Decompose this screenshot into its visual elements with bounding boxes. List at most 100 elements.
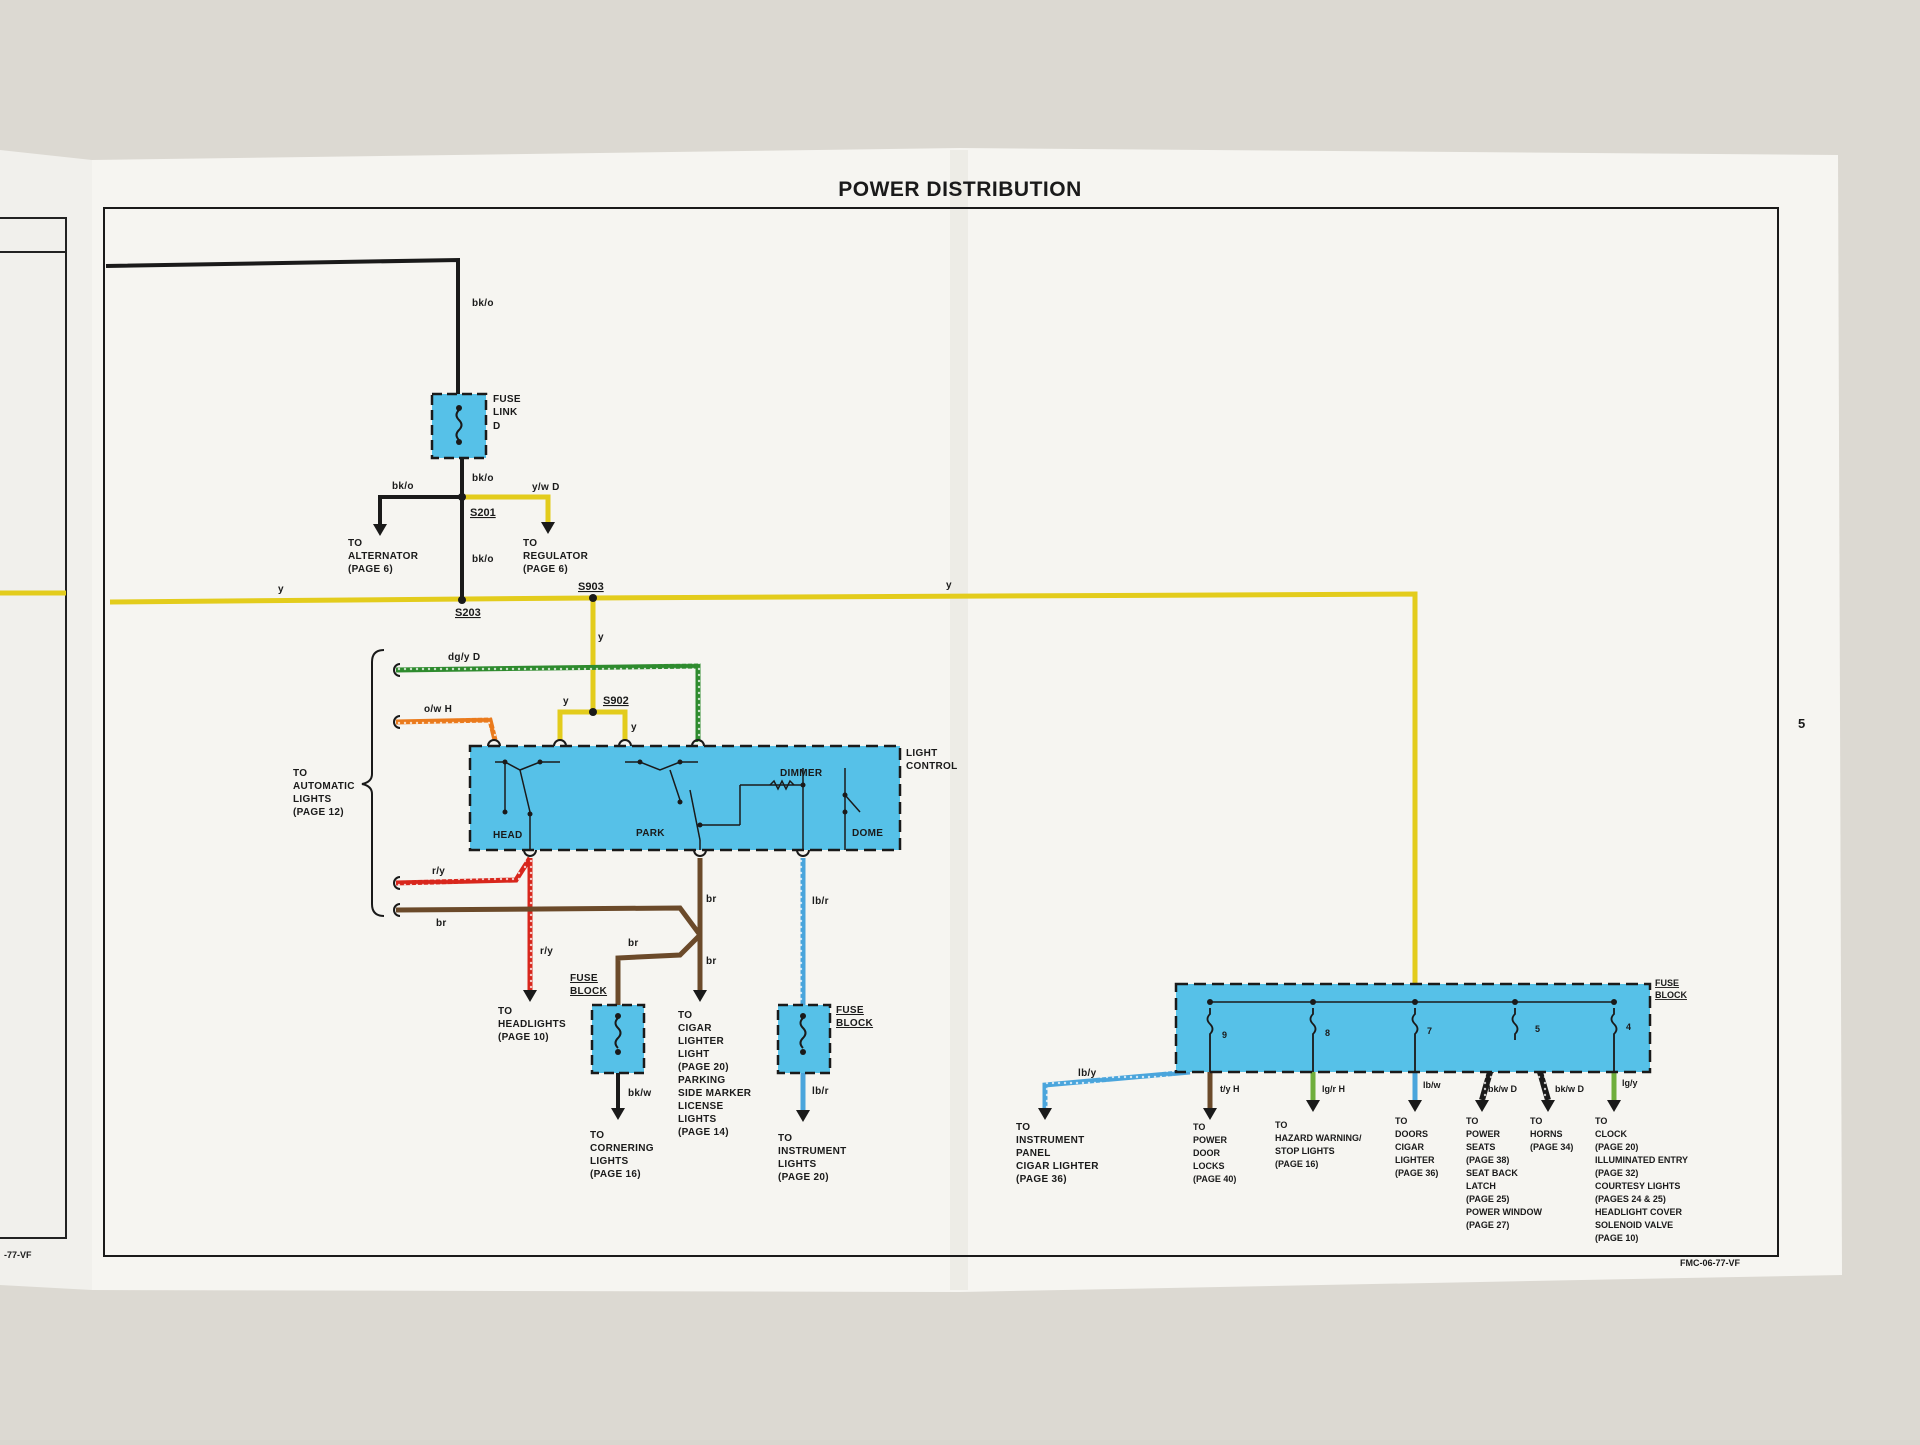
svg-text:POWER WINDOW: POWER WINDOW xyxy=(1466,1207,1542,1217)
dest-power-door-locks: TO POWER DOOR LOCKS (PAGE 40) xyxy=(1193,1122,1236,1184)
arrow-alternator xyxy=(373,524,387,536)
fuse-symbol-instrument xyxy=(799,1017,807,1049)
wire-label-y-5: y xyxy=(631,722,637,733)
svg-text:HEADLIGHTS: HEADLIGHTS xyxy=(498,1019,566,1030)
fuse-block-main-label-1: FUSE xyxy=(1655,978,1679,988)
wire-label-y-3: y xyxy=(598,632,604,643)
dest-headlights: TO HEADLIGHTS (PAGE 10) xyxy=(498,1006,566,1043)
fuse-number-7: 7 xyxy=(1427,1026,1432,1036)
splice-s201-dot xyxy=(458,493,466,501)
svg-text:HORNS: HORNS xyxy=(1530,1129,1563,1139)
fuse-block-fuses xyxy=(1206,1008,1618,1072)
svg-text:LATCH: LATCH xyxy=(1466,1181,1496,1191)
wire-label-br-2: br xyxy=(706,894,717,905)
arrow-power-seats xyxy=(1475,1100,1489,1112)
svg-text:TO: TO xyxy=(678,1010,692,1021)
wire-label-br-3: br xyxy=(706,956,717,967)
svg-text:DOOR: DOOR xyxy=(1193,1148,1221,1158)
fuse-block-instrument-label-2: BLOCK xyxy=(836,1018,874,1029)
wire-r-y-auto-tracer xyxy=(395,856,533,886)
wire-label-lb-r-2: lb/r xyxy=(812,1086,829,1097)
wire-label-r-y-2: r/y xyxy=(540,946,553,957)
svg-text:LIGHTS: LIGHTS xyxy=(590,1156,628,1167)
svg-text:(PAGE 20): (PAGE 20) xyxy=(1595,1142,1638,1152)
arrow-instrument-lights xyxy=(796,1110,810,1122)
light-control-label-1: LIGHT xyxy=(906,748,938,759)
svg-text:(PAGE 36): (PAGE 36) xyxy=(1016,1174,1067,1185)
wire-label-bk-w-d-1: bk/w D xyxy=(1488,1084,1518,1094)
svg-text:TO: TO xyxy=(1466,1116,1478,1126)
svg-text:(PAGE 16): (PAGE 16) xyxy=(590,1169,641,1180)
svg-text:TO: TO xyxy=(523,538,537,549)
dest-auto-1: TO xyxy=(293,768,307,779)
svg-text:POWER: POWER xyxy=(1193,1135,1228,1145)
svg-text:(PAGE 34): (PAGE 34) xyxy=(1530,1142,1573,1152)
dest-cornering: TO CORNERING LIGHTS (PAGE 16) xyxy=(590,1130,654,1180)
wire-label-y-w-d: y/w D xyxy=(532,482,560,493)
svg-text:(PAGE 14): (PAGE 14) xyxy=(678,1127,729,1138)
dest-clock: TO CLOCK (PAGE 20) ILLUMINATED ENTRY (PA… xyxy=(1595,1116,1688,1243)
svg-text:INSTRUMENT: INSTRUMENT xyxy=(1016,1135,1085,1146)
fuse-link-label-2: LINK xyxy=(493,407,518,418)
svg-text:TO: TO xyxy=(1595,1116,1607,1126)
automatic-lights-bracket xyxy=(361,649,385,917)
svg-text:CIGAR LIGHTER: CIGAR LIGHTER xyxy=(1016,1161,1099,1172)
fuse-symbol-cornering xyxy=(614,1017,622,1049)
fuse-number-9: 9 xyxy=(1222,1030,1227,1040)
wire-br-cornering xyxy=(615,933,702,1005)
dest-auto-3: LIGHTS xyxy=(293,794,331,805)
wire-o-w-h-tracer xyxy=(395,717,498,741)
dest-auto-2: AUTOMATIC xyxy=(293,781,355,792)
wire-label-bk-w-d-2: bk/w D xyxy=(1555,1084,1585,1094)
svg-text:TO: TO xyxy=(778,1133,792,1144)
wire-label-lb-w: lb/w xyxy=(1423,1080,1441,1090)
svg-text:(PAGE 32): (PAGE 32) xyxy=(1595,1168,1638,1178)
switch-label-dimmer: DIMMER xyxy=(780,768,823,779)
svg-text:TO: TO xyxy=(348,538,362,549)
left-page-code: -77-VF xyxy=(4,1250,32,1260)
fuse-terminal-cornering-bottom xyxy=(615,1049,621,1055)
svg-text:LIGHTER: LIGHTER xyxy=(678,1036,724,1047)
switch-label-dome: DOME xyxy=(852,828,883,839)
svg-text:(PAGE 36): (PAGE 36) xyxy=(1395,1168,1438,1178)
wire-label-bk-o: bk/o xyxy=(472,298,494,309)
wire-label-lb-r-1: lb/r xyxy=(812,896,829,907)
svg-text:(PAGE 27): (PAGE 27) xyxy=(1466,1220,1509,1230)
wire-label-dg-y-d: dg/y D xyxy=(448,652,480,663)
splice-s902-dot xyxy=(589,708,597,716)
fuse-link-terminal-top xyxy=(456,405,462,411)
svg-text:(PAGE 6): (PAGE 6) xyxy=(348,564,393,575)
arrow-instrument-panel xyxy=(1038,1108,1052,1120)
light-control-connectors xyxy=(393,663,810,917)
arrow-clock xyxy=(1607,1100,1621,1112)
splice-s201: S201 xyxy=(470,507,496,519)
svg-text:(PAGE 10): (PAGE 10) xyxy=(498,1032,549,1043)
wire-label-o-w-h: o/w H xyxy=(424,704,452,715)
fuse-number-4: 4 xyxy=(1626,1022,1631,1032)
arrow-headlights xyxy=(523,990,537,1002)
wire-label-bk-o-3: bk/o xyxy=(472,554,494,565)
svg-text:(PAGE 40): (PAGE 40) xyxy=(1193,1174,1236,1184)
wire-y-to-head xyxy=(557,709,593,740)
fuse-block-main xyxy=(1174,982,1652,1074)
page-fold xyxy=(950,150,968,1290)
wire-label-bk-o-alt: bk/o xyxy=(392,481,414,492)
svg-text:LOCKS: LOCKS xyxy=(1193,1161,1225,1171)
svg-text:ILLUMINATED ENTRY: ILLUMINATED ENTRY xyxy=(1595,1155,1688,1165)
arrow-cornering xyxy=(611,1108,625,1120)
svg-text:(PAGE 25): (PAGE 25) xyxy=(1466,1194,1509,1204)
svg-text:TO: TO xyxy=(1193,1122,1205,1132)
svg-text:(PAGE 20): (PAGE 20) xyxy=(678,1062,729,1073)
svg-text:SOLENOID VALVE: SOLENOID VALVE xyxy=(1595,1220,1673,1230)
svg-text:ALTERNATOR: ALTERNATOR xyxy=(348,551,419,562)
fuse-block-main-label-2: BLOCK xyxy=(1655,990,1687,1000)
svg-text:HAZARD WARNING/: HAZARD WARNING/ xyxy=(1275,1133,1362,1143)
svg-text:CIGAR: CIGAR xyxy=(678,1023,712,1034)
arrow-power-door-locks xyxy=(1203,1108,1217,1120)
page-title: POWER DISTRIBUTION xyxy=(838,178,1082,201)
wire-regulator xyxy=(462,494,551,522)
svg-text:TO: TO xyxy=(1016,1122,1030,1133)
wire-y-main-bus xyxy=(109,591,1418,985)
